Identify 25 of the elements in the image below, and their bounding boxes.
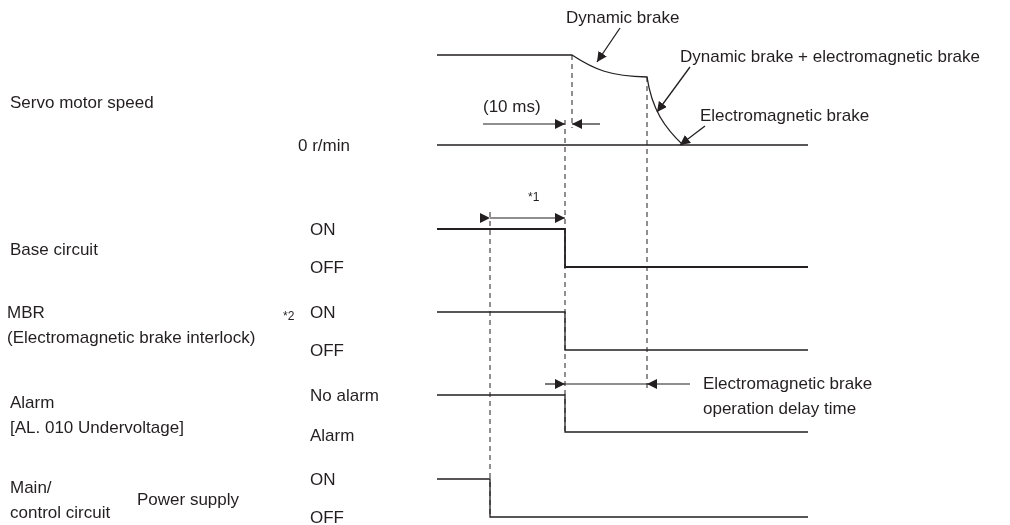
label-text: ON (310, 219, 336, 241)
label-text: Electromagnetic brake operation delay time (703, 373, 873, 420)
callout-text: Dynamic brake + electromagnetic brake (680, 44, 980, 69)
label-text: Servo motor speed (10, 92, 154, 114)
label-text: No alarm (310, 385, 379, 407)
footnote-mark: *1 (528, 190, 540, 204)
label-text: Alarm (310, 425, 355, 447)
callout-text: Dynamic brake (566, 5, 680, 30)
label-text: OFF (310, 507, 344, 525)
label-text: 0 r/min (298, 135, 350, 157)
footnote-mark: *2 (283, 309, 295, 323)
label-text: MBR (Electromagnetic brake interlock) (7, 302, 256, 349)
label-text: Power supply (137, 489, 240, 511)
label-text: ON (310, 302, 336, 324)
label-text: Base circuit (10, 239, 98, 261)
leader-line (596, 27, 621, 63)
label-text: (10 ms) (483, 96, 541, 118)
label-text: Alarm [AL. 010 Undervoltage] (10, 392, 184, 439)
label-text: ON (310, 469, 336, 491)
label-text: Main/ control circuit (10, 477, 111, 524)
leader-line (656, 66, 691, 113)
leader-line (679, 125, 706, 146)
callout-text: Electromagnetic brake (700, 103, 870, 128)
label-text: OFF (310, 257, 344, 279)
label-text: OFF (310, 340, 344, 362)
